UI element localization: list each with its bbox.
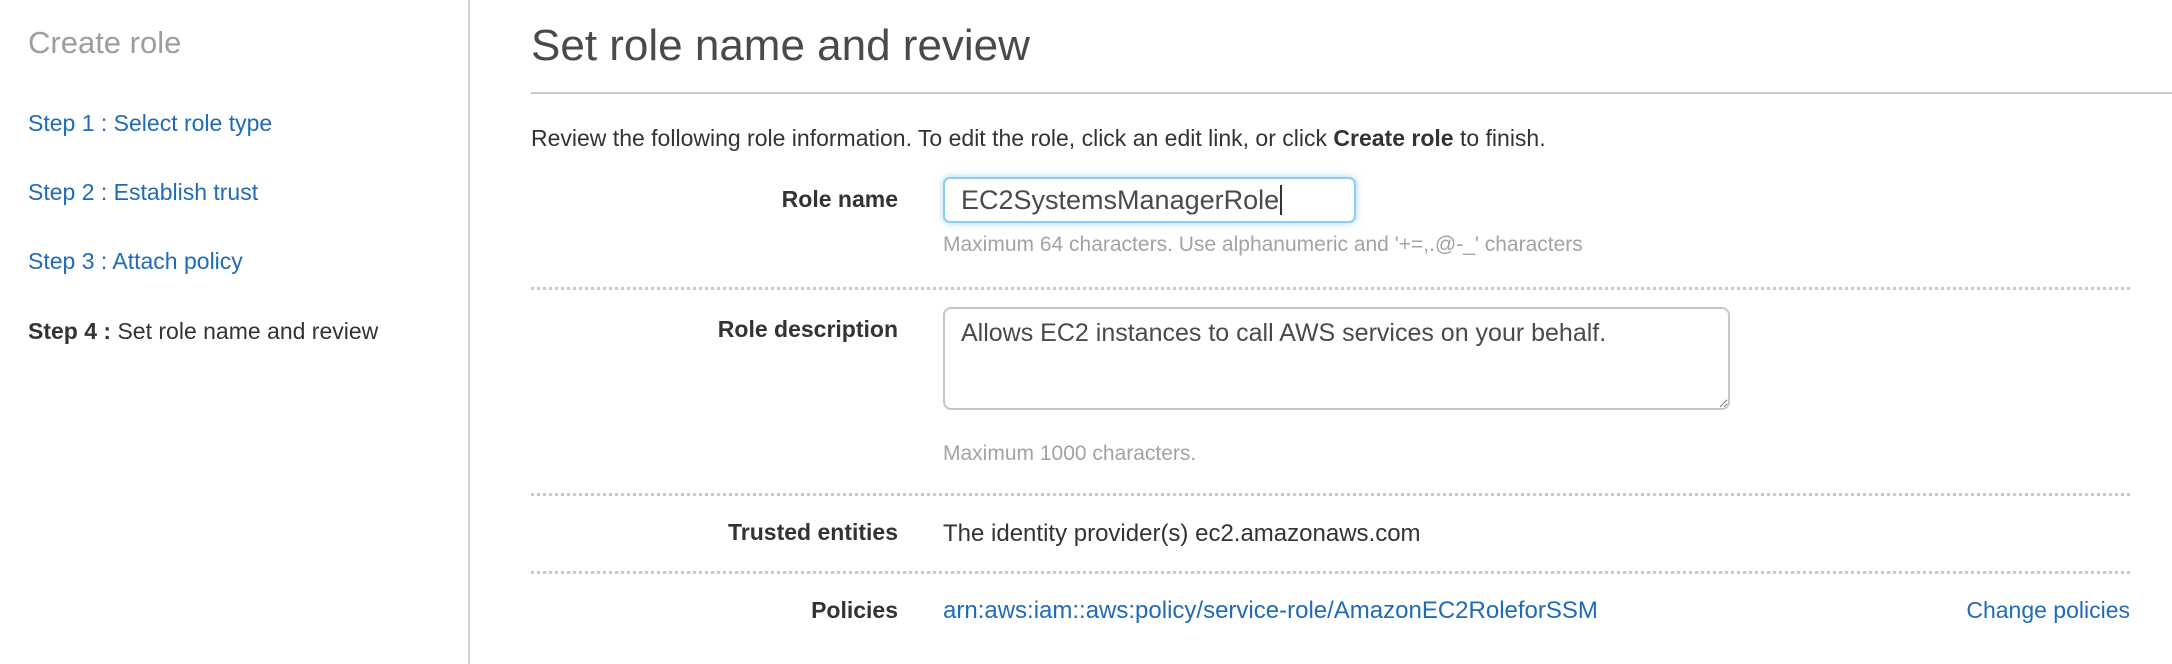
section-divider <box>531 287 2130 291</box>
step-1-link[interactable]: Step 1 : Select role type <box>28 110 273 137</box>
step-3-link[interactable]: Step 3 : Attach policy <box>28 248 243 275</box>
sidebar-item-step-2: Step 2 : Establish trust <box>28 180 468 204</box>
review-panel: Set role name and review Review the foll… <box>470 0 2172 664</box>
role-description-textarea[interactable]: Allows EC2 instances to call AWS service… <box>943 307 1730 411</box>
instructions-text: Review the following role information. T… <box>531 125 1334 152</box>
role-name-value: EC2SystemsManagerRole <box>961 184 1280 215</box>
wizard-steps-sidebar: Create role Step 1 : Select role type St… <box>0 0 470 664</box>
trusted-entities-row: Trusted entities The identity provider(s… <box>531 496 2130 571</box>
sidebar-item-step-1: Step 1 : Select role type <box>28 111 468 135</box>
role-name-label: Role name <box>781 186 898 213</box>
policies-label: Policies <box>811 597 898 624</box>
role-name-helper: Maximum 64 characters. Use alphanumeric … <box>943 233 1583 257</box>
step-2-link[interactable]: Step 2 : Establish trust <box>28 179 259 206</box>
review-instructions: Review the following role information. T… <box>531 125 2130 152</box>
role-description-helper: Maximum 1000 characters. <box>943 442 1197 466</box>
section-divider <box>531 493 2130 497</box>
text-caret <box>1280 185 1283 216</box>
role-name-input[interactable]: EC2SystemsManagerRole <box>943 177 1356 224</box>
policy-arn-link[interactable]: arn:aws:iam::aws:policy/service-role/Ama… <box>943 597 1598 625</box>
section-divider <box>531 571 2130 575</box>
step-4-label: Set role name and review <box>111 317 379 344</box>
trusted-entities-value: The identity provider(s) ec2.amazonaws.c… <box>943 520 1421 548</box>
sidebar-item-step-3: Step 3 : Attach policy <box>28 249 468 273</box>
wizard-title: Create role <box>28 25 182 60</box>
wizard-step-list: Step 1 : Select role type Step 2 : Estab… <box>28 111 468 343</box>
policies-row: Policies arn:aws:iam::aws:policy/service… <box>531 597 2130 625</box>
instructions-suffix: to finish. <box>1453 125 1546 152</box>
title-divider <box>531 92 2172 95</box>
role-name-row: Role name EC2SystemsManagerRole Maximum … <box>531 177 2130 257</box>
role-description-label: Role description <box>717 316 898 343</box>
trusted-entities-label: Trusted entities <box>728 519 898 546</box>
change-policies-link[interactable]: Change policies <box>1966 597 2130 624</box>
page-title: Set role name and review <box>531 21 1030 70</box>
step-4-prefix: Step 4 : <box>28 317 112 344</box>
create-role-emphasis: Create role <box>1333 125 1454 152</box>
sidebar-item-step-4-current: Step 4 : Set role name and review <box>28 319 468 343</box>
role-description-row: Role description Allows EC2 instances to… <box>531 307 2130 466</box>
